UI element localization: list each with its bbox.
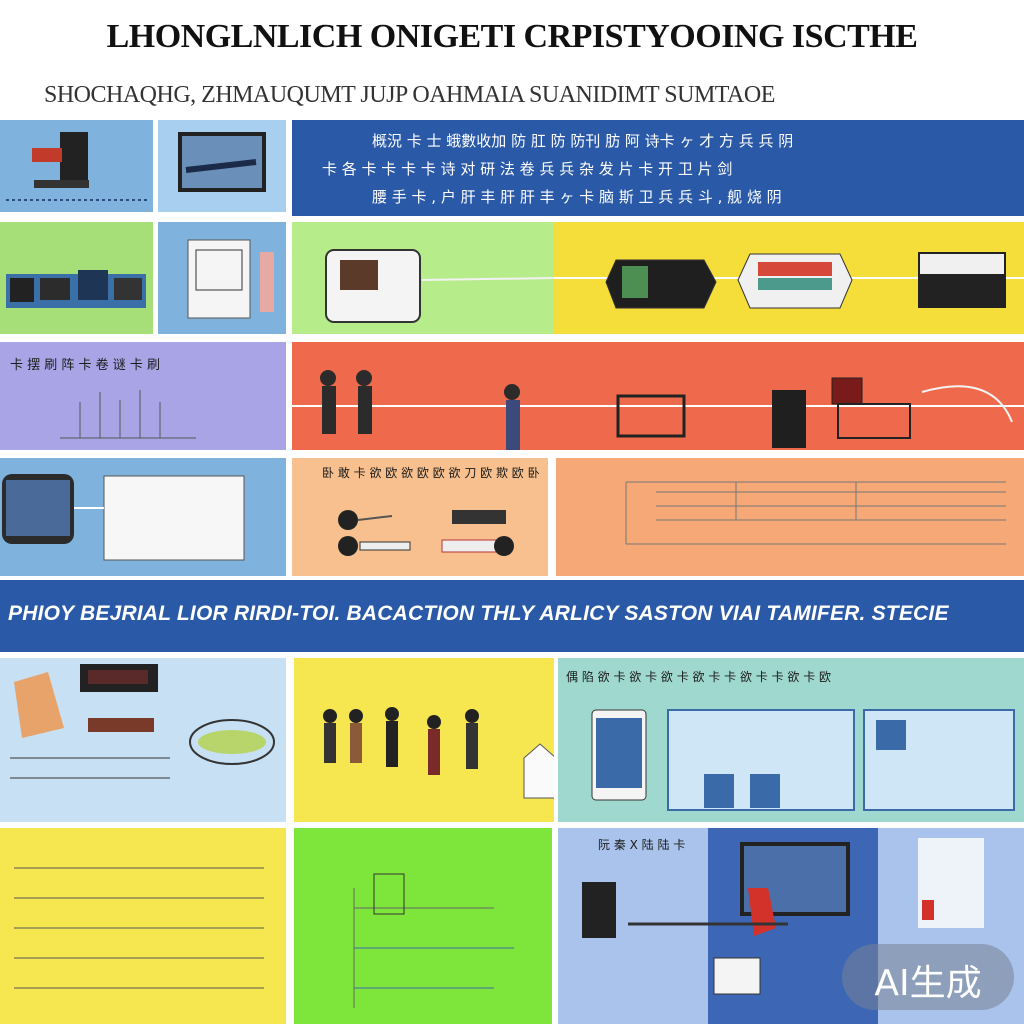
- panel-r4-c3-peach: [556, 458, 1024, 576]
- peach-panel-caption: 卧 敢 卡 欲 欧 欲 欧 欧 欲 刀 欧 欺 欧 卧: [322, 466, 540, 480]
- panel-r5-c1: [0, 658, 286, 822]
- panel-r1-c1: [0, 120, 153, 212]
- watermark-text: AI生成: [874, 963, 982, 1004]
- panel-r2-c4-yellow: [554, 222, 1024, 334]
- panel-r2-c2: [158, 222, 286, 334]
- header-text-line-2: 卡 各 卡 卡 卡 卡 诗 对 研 法 卷 兵 兵 杂 发 片 卡 开 卫 片 …: [322, 160, 733, 178]
- group-of-people: [323, 707, 554, 799]
- panel-r3-c2-red: [292, 342, 1024, 450]
- workstation-illustration: [582, 828, 984, 1024]
- banner: PHIOY BEJRIAL LIOR RIRDI-TOI. BACACTION …: [0, 580, 1024, 652]
- header-text-line-1: 概況 卡 士 蛾數收加 防 肛 防 防刊 肪 阿 诗卡 ヶ 才 方 兵 兵 阴: [372, 132, 794, 150]
- teal-panel-caption: 偶 陷 欲 卡 欲 卡 欲 卡 欲 卡 卡 欲 卡 卡 欲 卡 欧: [566, 670, 832, 684]
- page-subtitle: SHOCHAQHG, ZHMAUQUMT JUJP OAHMAIA SUANID…: [44, 82, 775, 108]
- control-board-illustration: [187, 239, 274, 319]
- panel-r4-c2-peach: 卧 敢 卡 欲 欧 欲 欧 欧 欲 刀 欧 欺 欧 卧: [292, 458, 548, 576]
- diagram-lines: [625, 481, 1006, 545]
- panel-r1-c3-blue: 概況 卡 士 蛾數收加 防 肛 防 防刊 肪 阿 诗卡 ヶ 才 方 兵 兵 阴 …: [292, 120, 1024, 216]
- panel-r6-c2-lime: [294, 828, 552, 1024]
- purple-panel-text: 卡 摆 刷 阵 卡 卷 谜 卡 刷: [10, 358, 161, 373]
- monitor-illustration: [178, 132, 266, 192]
- city-sketch: [60, 390, 196, 439]
- factory-illustration: [6, 270, 146, 308]
- screen-panels: [591, 709, 1015, 811]
- panel-r3-c1-purple: 卡 摆 刷 阵 卡 卷 谜 卡 刷: [0, 342, 286, 450]
- panel-r5-c3-teal: 偶 陷 欲 卡 欲 卡 欲 卡 欲 卡 卡 欲 卡 卡 欲 卡 欧: [558, 658, 1024, 822]
- panel-r4-c1: [0, 458, 286, 576]
- capsule-illustrations: [554, 252, 1024, 309]
- ai-generated-watermark: AI生成: [842, 944, 1014, 1010]
- panel-r2-c1: [0, 222, 153, 334]
- page-title: LHONGLNLICH ONIGETI CRPISTYOOING ISCTHE: [106, 18, 918, 55]
- appliance-illustration: [325, 249, 554, 323]
- panel-r6-c1-yellow: [0, 828, 286, 1024]
- monitor-and-panel: [2, 474, 245, 561]
- panel-r1-c2: [158, 120, 286, 212]
- panel-r2-c3-green: [292, 222, 554, 334]
- blue-card-caption: 阮 秦 X 陆 陆 卡: [598, 838, 686, 852]
- panel-r5-c2-yellow: [294, 658, 554, 822]
- header-text-line-3: 腰 手 卡 , 户 肝 丰 肝 肝 丰 ヶ 卡 脑 斯 卫 兵 兵 斗 , 舰 …: [372, 188, 782, 206]
- people-and-machines: [292, 370, 1024, 450]
- device-illustration: [6, 132, 148, 201]
- tools-illustration: [338, 510, 514, 556]
- banner-text: PHIOY BEJRIAL LIOR RIRDI-TOI. BACACTION …: [8, 602, 949, 625]
- text-diagram: [14, 867, 264, 989]
- bowl-and-devices: [10, 664, 275, 779]
- flow-diagram: [353, 873, 514, 1008]
- panel-r6-c3-blue: 阮 秦 X 陆 陆 卡: [558, 828, 1024, 1024]
